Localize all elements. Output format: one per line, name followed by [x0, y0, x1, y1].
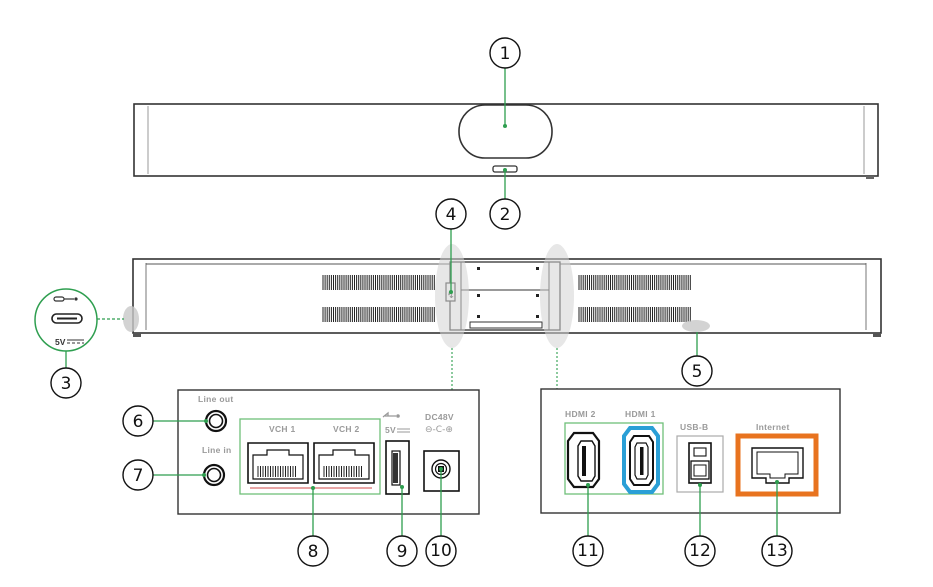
front-bar-foot [866, 176, 874, 179]
callout-11: 11 [572, 535, 604, 567]
highlight-right-ports [540, 244, 574, 348]
callout-2: 2 [489, 198, 521, 230]
vent-grilles [322, 275, 691, 322]
callout-6: 6 [122, 405, 154, 437]
callout-1: 1 [489, 37, 521, 69]
svg-text:7: 7 [133, 466, 144, 486]
svg-text:13: 13 [766, 541, 788, 561]
right-port-panel: HDMI 2 HDMI 1 USB-B Internet [540, 348, 841, 514]
callout-9: 9 [386, 535, 418, 567]
highlight-side-port [123, 306, 139, 332]
usb-a-port: 5V [382, 411, 410, 495]
side-usb-c-port: 5V [34, 288, 124, 368]
hdmi2-port [566, 431, 601, 489]
left-port-panel: Line out Line in VCH 1 VCH 2 5V DC48V ⊖-… [177, 348, 480, 515]
callout-8: 8 [297, 535, 329, 567]
callout-10: 10 [425, 535, 457, 567]
hdmi1-label: HDMI 1 [625, 409, 656, 419]
svg-text:12: 12 [689, 541, 711, 561]
callout-13: 13 [761, 535, 793, 567]
callout-5: 5 [681, 355, 713, 387]
svg-text:2: 2 [500, 205, 511, 225]
usbb-label: USB-B [680, 422, 708, 432]
vch-port-group [239, 418, 381, 495]
vch-rj45-ports [247, 442, 375, 484]
svg-text:9: 9 [397, 542, 408, 562]
callout-12: 12 [684, 535, 716, 567]
vch2-label: VCH 2 [333, 424, 360, 434]
usb-symbol-icon [382, 411, 396, 418]
vch1-label: VCH 1 [269, 424, 296, 434]
hdmi1-port [622, 426, 660, 494]
dc-polarity-icon: ⊖-C-⊕ [425, 425, 453, 435]
usb-b-port: USB-B [676, 422, 724, 493]
svg-text:6: 6 [133, 412, 144, 432]
dc48v-label: DC48V [425, 412, 454, 422]
callout-7: 7 [122, 459, 154, 491]
svg-text:3: 3 [61, 374, 72, 394]
line-in-label: Line in [202, 445, 232, 455]
svg-text:1: 1 [500, 44, 511, 64]
back-view: ↯ [123, 244, 882, 348]
back-bar-foot-left [133, 333, 141, 337]
hdmi-port-group [564, 422, 664, 495]
svg-text:4: 4 [446, 205, 457, 225]
highlight-left-ports [435, 244, 469, 348]
svg-text:11: 11 [577, 541, 599, 561]
highlight-microphone [682, 320, 710, 332]
callout-markers: 1 2 3 4 5 6 7 8 9 10 11 12 13 [50, 37, 793, 567]
usb-c-symbol-icon [53, 296, 65, 302]
back-bar-foot-right [873, 333, 881, 337]
svg-text:5: 5 [692, 362, 703, 382]
callout-4: 4 [435, 198, 467, 230]
internet-label: Internet [756, 422, 790, 432]
side-port-voltage: 5V [55, 337, 66, 347]
svg-text:10: 10 [430, 541, 452, 561]
svg-text:8: 8 [308, 542, 319, 562]
callout-3: 3 [50, 367, 82, 399]
hdmi2-label: HDMI 2 [565, 409, 596, 419]
callout-leader-lines [153, 68, 779, 536]
recess-dots [477, 267, 539, 318]
front-view [133, 103, 879, 179]
line-out-label: Line out [198, 394, 233, 404]
usb-5v-label: 5V [385, 425, 396, 435]
